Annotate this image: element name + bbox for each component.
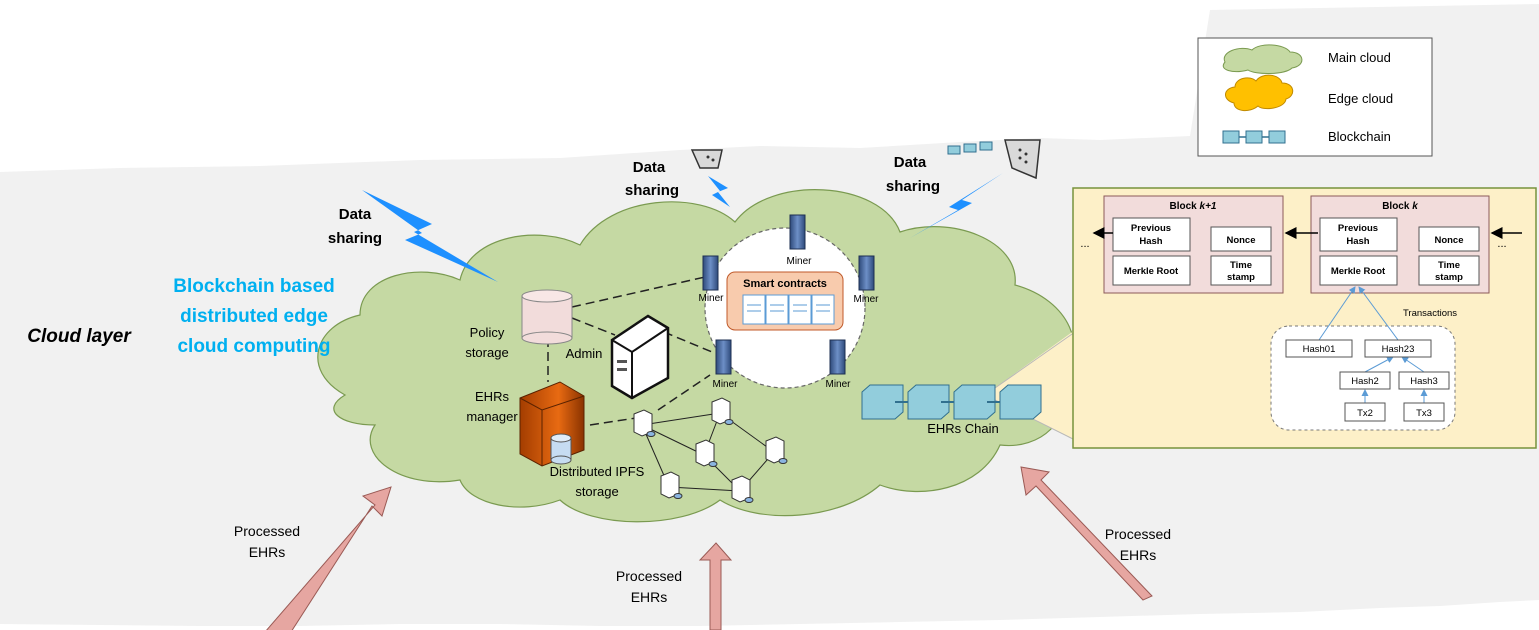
policy-storage-icon bbox=[521, 289, 573, 345]
admin-server-icon bbox=[610, 314, 670, 400]
data-sharing-label-left-2: sharing bbox=[328, 230, 382, 247]
miner-server-icon-right bbox=[858, 255, 875, 291]
svg-text:Nonce: Nonce bbox=[1226, 235, 1255, 246]
miner-server-icon-top bbox=[789, 214, 806, 250]
processed-label-left-2: EHRs bbox=[249, 544, 286, 560]
svg-text:stamp: stamp bbox=[1227, 272, 1255, 283]
title-line-1: Blockchain based bbox=[173, 276, 335, 297]
ipfs-storage-label-1: Distributed IPFS bbox=[550, 464, 645, 479]
legend: Main cloud Edge cloud Blockchain bbox=[1197, 37, 1433, 157]
ehrs-manager-label-2: manager bbox=[466, 409, 518, 424]
block-k-plus-1: Block k+1 Previous Hash Nonce Merkle Roo… bbox=[1103, 195, 1284, 294]
legend-edge-cloud-label: Edge cloud bbox=[1328, 91, 1393, 106]
ipfs-storage-label-2: storage bbox=[575, 484, 618, 499]
miner-server-icon-bottom-left bbox=[715, 339, 732, 375]
processed-label-center-1: Processed bbox=[616, 568, 682, 584]
ehrs-manager-label-1: EHRs bbox=[475, 389, 509, 404]
svg-text:Hash01: Hash01 bbox=[1303, 344, 1336, 355]
data-sharing-label-right: Data bbox=[894, 154, 927, 171]
ipfs-node-2 bbox=[711, 397, 734, 425]
ipfs-node-1 bbox=[633, 409, 656, 437]
data-sharing-label-left: Data bbox=[339, 206, 372, 223]
svg-text:Merkle Root: Merkle Root bbox=[1331, 266, 1386, 277]
lightning-bolt-center bbox=[708, 176, 730, 207]
processed-label-left-1: Processed bbox=[234, 523, 300, 539]
processed-label-center-2: EHRs bbox=[631, 589, 668, 605]
ehrs-chain-label: EHRs Chain bbox=[927, 421, 999, 436]
legend-edge-cloud-icon bbox=[1225, 74, 1294, 111]
miner-server-icon-bottom-right bbox=[829, 339, 846, 375]
processed-arrow-center bbox=[698, 542, 733, 630]
ipfs-node-3 bbox=[695, 439, 718, 467]
cloud-layer-label: Cloud layer bbox=[27, 326, 132, 347]
svg-text:Previous: Previous bbox=[1338, 223, 1378, 234]
title-line-3: cloud computing bbox=[177, 336, 330, 357]
ellipsis-right: ... bbox=[1497, 238, 1506, 250]
svg-text:Time: Time bbox=[1438, 260, 1460, 271]
processed-arrow-right bbox=[1020, 466, 1153, 601]
svg-text:Tx2: Tx2 bbox=[1357, 408, 1373, 419]
mobile-device-icon-2 bbox=[1004, 139, 1041, 180]
merkle-tree: Hash01 Hash23 Hash2 Hash3 Tx2 Tx3 bbox=[1285, 286, 1450, 422]
svg-text:Block k: Block k bbox=[1382, 201, 1418, 212]
miner-label-bottom-right: Miner bbox=[825, 379, 851, 390]
miner-label-top: Miner bbox=[786, 256, 812, 267]
database-icon bbox=[550, 433, 572, 465]
transactions-label: Transactions bbox=[1403, 308, 1457, 319]
svg-text:Time: Time bbox=[1230, 260, 1252, 271]
block-k: Block k Previous Hash Nonce Merkle Root … bbox=[1310, 195, 1490, 294]
title-line-2: distributed edge bbox=[180, 306, 328, 327]
top-blockchain-icon bbox=[947, 141, 993, 155]
svg-text:Merkle Root: Merkle Root bbox=[1124, 266, 1179, 277]
legend-main-cloud-label: Main cloud bbox=[1328, 50, 1391, 65]
mobile-device-icon bbox=[690, 149, 723, 169]
data-sharing-label-right-2: sharing bbox=[886, 178, 940, 195]
data-sharing-label-center: Data bbox=[633, 159, 666, 176]
legend-main-cloud-icon bbox=[1222, 44, 1303, 74]
miner-label-left: Miner bbox=[698, 293, 724, 304]
data-sharing-label-center-2: sharing bbox=[625, 182, 679, 199]
svg-text:Tx3: Tx3 bbox=[1416, 408, 1432, 419]
svg-text:stamp: stamp bbox=[1435, 272, 1463, 283]
svg-text:Hash2: Hash2 bbox=[1351, 376, 1378, 387]
svg-text:Hash23: Hash23 bbox=[1382, 344, 1415, 355]
svg-text:Hash: Hash bbox=[1139, 236, 1162, 247]
smart-contracts-label: Smart contracts bbox=[743, 278, 827, 290]
ellipsis-left: ... bbox=[1080, 238, 1089, 250]
legend-blockchain-label: Blockchain bbox=[1328, 129, 1391, 144]
legend-blockchain-icon bbox=[1222, 130, 1286, 144]
ipfs-node-5 bbox=[660, 471, 683, 499]
lightning-bolt-left bbox=[362, 190, 498, 282]
svg-text:Hash3: Hash3 bbox=[1410, 376, 1437, 387]
svg-text:Nonce: Nonce bbox=[1434, 235, 1463, 246]
lightning-bolt-right bbox=[910, 173, 1003, 238]
processed-arrow-left bbox=[266, 486, 392, 630]
contract-document-icons bbox=[742, 294, 835, 325]
miner-label-bottom-left: Miner bbox=[712, 379, 738, 390]
svg-text:Block k+1: Block k+1 bbox=[1170, 201, 1217, 212]
policy-storage-label-1: Policy bbox=[470, 325, 505, 340]
admin-label: Admin bbox=[566, 346, 603, 361]
policy-storage-label-2: storage bbox=[465, 345, 508, 360]
processed-label-right-1: Processed bbox=[1105, 526, 1171, 542]
miner-label-right: Miner bbox=[853, 294, 879, 305]
ehrs-chain-icon bbox=[861, 384, 1042, 420]
network-links bbox=[547, 276, 713, 426]
miner-server-icon-left bbox=[702, 255, 719, 291]
svg-text:Previous: Previous bbox=[1131, 223, 1171, 234]
ipfs-node-4 bbox=[765, 436, 788, 464]
processed-label-right-2: EHRs bbox=[1120, 547, 1157, 563]
ipfs-node-6 bbox=[731, 475, 754, 503]
svg-text:Hash: Hash bbox=[1346, 236, 1369, 247]
